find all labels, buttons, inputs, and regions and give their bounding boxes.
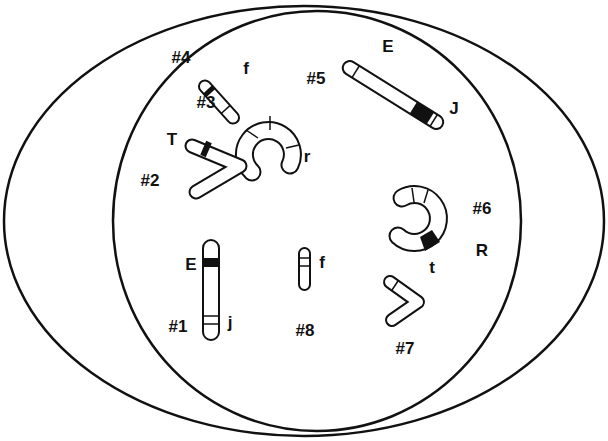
chromosome-3: [244, 116, 299, 172]
gene-label: j: [228, 314, 233, 331]
gene-label: f: [243, 60, 249, 77]
cell-outline: [4, 6, 604, 436]
nucleus-outline: [113, 11, 521, 431]
gene-label: J: [449, 100, 458, 117]
gene-label: E: [382, 38, 393, 55]
chromosome-number: #7: [396, 340, 415, 357]
chromosome-number: #5: [307, 70, 326, 87]
gene-label: T: [167, 131, 177, 148]
gene-label: R: [476, 242, 488, 259]
chromosome-5: [340, 58, 446, 131]
gene-label: f: [319, 254, 325, 271]
gene-label: t: [429, 259, 435, 276]
chromosome-6: [398, 188, 440, 251]
chromosome-number: #2: [141, 172, 160, 189]
gene-label: r: [304, 148, 311, 165]
chromosome-8: [299, 248, 310, 290]
chromosome-number: #3: [197, 94, 216, 111]
gene-label: E: [185, 256, 196, 273]
chromosome-number: #1: [169, 318, 188, 335]
chromosome-1: [203, 240, 219, 340]
chromosome-2: [192, 142, 240, 192]
chromosome-number: #8: [296, 322, 315, 339]
chromosome-7: [390, 281, 418, 320]
chromosome-number: #6: [473, 200, 492, 217]
chromosome-4: [196, 78, 241, 126]
chromosome-number: #4: [172, 49, 191, 66]
